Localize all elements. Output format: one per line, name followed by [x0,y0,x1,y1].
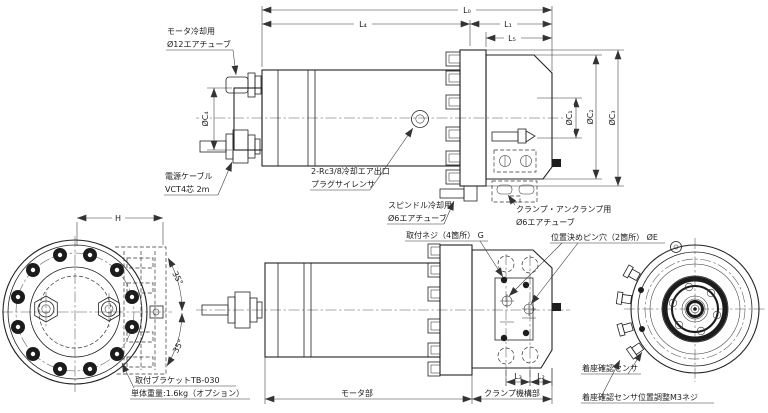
dim-label-l1: L₁ [504,20,512,29]
dim-label-l3: L₃ [514,372,522,381]
spindle-cooling-fitting [439,185,478,202]
dim-label-c2: ØC₂ [585,109,595,124]
dim-label-l0: L₀ [463,6,471,15]
svg-text:Ø12エアチューブ: Ø12エアチューブ [167,39,231,49]
motor-cooling-fitting [225,72,262,98]
svg-text:モータ冷却用: モータ冷却用 [167,26,215,36]
svg-text:Ø6エアチューブ: Ø6エアチューブ [516,217,575,227]
svg-text:取付ネジ（4箇所） G: 取付ネジ（4箇所） G [406,230,484,240]
air-outlet-port [411,110,429,128]
label-bracket: 取付ブラケットTB-030 単体重量:1.6kg（オプション） [121,362,250,400]
power-cable-gland-bottom [201,291,263,329]
hex-nut-left [34,292,58,328]
svg-text:単体重量:1.6kg（オプション）: 単体重量:1.6kg（オプション） [131,388,244,398]
dim-label-c4: ØC₄ [200,111,210,126]
clamp-air-fitting [491,128,536,144]
flange-bolts [445,51,461,185]
label-air-outlet: 2-Rc3/8冷却エア出口 プラグサイレンサ [310,127,414,191]
flange-front-view: 35° 35° H [2,212,186,392]
label-power-cable: 電源ケーブル VCT4芯 2m [164,161,233,196]
svg-text:着座確認センサ: 着座確認センサ [582,363,638,373]
sensor-port-top [670,241,682,253]
sensor-fitting-bottom [552,303,561,311]
side-view-top: L₀ L₄ L₁ L₅ ØC₄ ØC₁ ØC₂ [196,5,624,203]
label-clamp-air: クランプ・アンクランプ用 Ø6エアチューブ [507,194,611,227]
hex-nut-right [98,293,120,327]
bracket-outline-dashed [115,246,167,375]
svg-text:プラグサイレンサ: プラグサイレンサ [311,179,375,189]
flange-bolt-circle [11,248,139,376]
annotations: モータ冷却用 Ø12エアチューブ 電源ケーブル VCT4芯 2m 2-Rc3/8… [121,26,714,404]
clamp-internal-details [494,254,539,386]
label-seat-sensor-adjust: 着座確認センサ位置調整M3ネジ [581,359,714,404]
svg-text:位置決めピン穴（2箇所） ØE: 位置決めピン穴（2箇所） ØE [551,232,658,242]
rim-sensor-fittings [615,264,645,360]
label-seat-sensor: 着座確認センサ [581,351,643,375]
dim-label-c3: ØC₃ [607,110,617,125]
svg-text:Ø6エアチューブ: Ø6エアチューブ [388,213,447,223]
svg-text:電源ケーブル: 電源ケーブル [165,171,213,181]
flange-bolts-bottom [427,243,441,377]
svg-text:VCT4芯 2m: VCT4芯 2m [165,184,210,194]
svg-text:スピンドル冷却用: スピンドル冷却用 [388,200,452,210]
dim-diameters: ØC₄ ØC₁ ØC₂ ØC₃ [199,49,624,187]
label-motor-section: モータ部 [341,388,373,398]
dim-H: H [76,212,164,246]
dim-sections: モータ部 クランプ機構部 [264,357,553,404]
side-view-bottom: L₃ L₂ モータ部 クランプ機構部 [196,243,570,404]
label-pin-hole: 位置決めピン穴（2箇所） ØE [508,232,665,305]
power-cable-gland [199,129,261,164]
dim-label-l4: L₄ [359,20,367,29]
svg-text:クランプ・アンクランプ用: クランプ・アンクランプ用 [516,205,611,214]
dim-label-l5: L₅ [508,34,516,43]
rear-view [615,238,766,382]
spindle-hub [661,275,729,343]
sensor-fitting [552,159,561,167]
label-motor-cooling: モータ冷却用 Ø12エアチューブ [166,26,239,76]
label-spindle-cooling: スピンドル冷却用 Ø6エアチューブ [387,200,455,225]
clamp-body-bottom [471,249,553,369]
dim-label-h: H [115,214,121,223]
svg-text:2-Rc3/8冷却エア出口: 2-Rc3/8冷却エア出口 [311,166,390,176]
dim-label-l2: L₂ [537,372,545,381]
svg-text:着座確認センサ位置調整M3ネジ: 着座確認センサ位置調整M3ネジ [582,392,698,402]
label-mount-screw: 取付ネジ（4箇所） G [405,230,504,278]
dim-horizontal-top: L₀ L₄ L₁ L₅ [261,5,553,71]
label-clamp-section: クランプ機構部 [484,388,540,398]
dim-label-c1: ØC₁ [564,110,574,125]
svg-text:取付ブラケットTB-030: 取付ブラケットTB-030 [135,375,220,385]
